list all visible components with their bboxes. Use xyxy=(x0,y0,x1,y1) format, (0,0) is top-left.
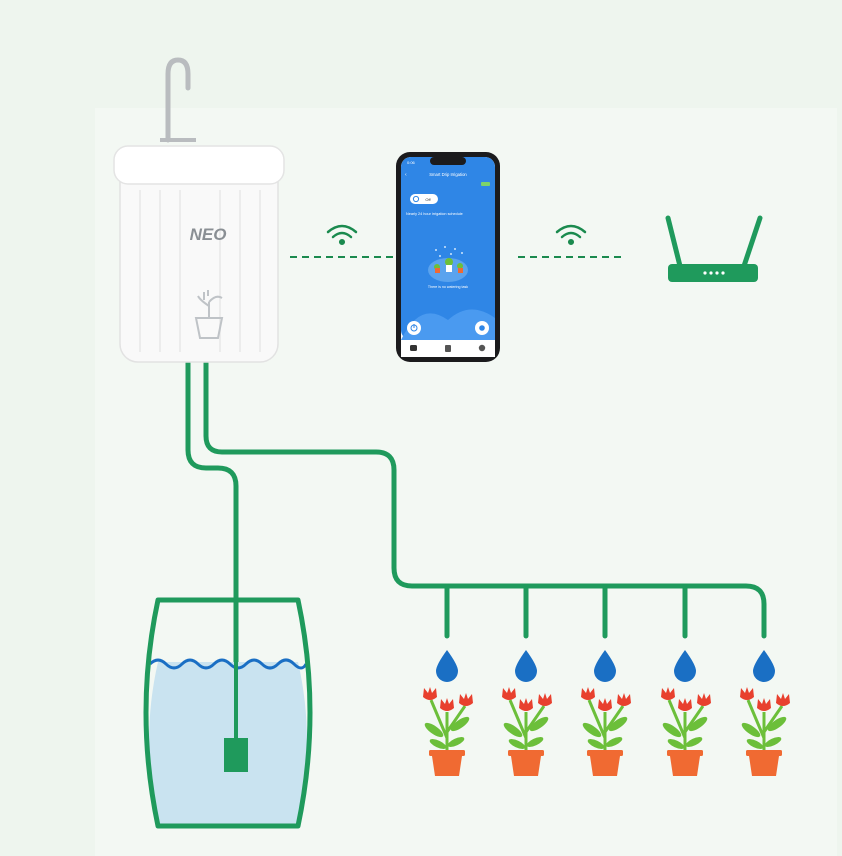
settings-icon[interactable] xyxy=(478,344,486,352)
potted-flower-icon xyxy=(740,687,790,776)
water-drop-icon xyxy=(753,650,775,682)
device-lid xyxy=(113,145,285,185)
back-icon[interactable]: ‹ xyxy=(405,172,407,178)
off-toggle[interactable] xyxy=(410,194,438,204)
router-icon xyxy=(665,215,763,282)
potted-flower-icon xyxy=(502,687,552,776)
water-drop-icon xyxy=(515,650,537,682)
pump-device: NEO xyxy=(113,57,285,363)
status-time: 0:06 xyxy=(407,160,416,165)
plant-pot-icon xyxy=(194,290,224,339)
app-hills xyxy=(401,309,495,340)
potted-flower-icon xyxy=(661,687,711,776)
empty-text: There is no watering task xyxy=(428,285,468,289)
filter-weight xyxy=(224,738,248,772)
bucket-outline xyxy=(143,597,313,829)
wifi-icon xyxy=(555,224,587,246)
phone-notch xyxy=(430,157,466,165)
device-ribs xyxy=(139,190,261,352)
hook-icon xyxy=(165,57,191,143)
app-title: Smart Drip Irrigation xyxy=(429,172,467,177)
toggle-knob xyxy=(412,195,420,203)
potted-flower-icon xyxy=(423,687,473,776)
home-icon[interactable] xyxy=(410,345,417,351)
water-bucket-icon xyxy=(143,597,313,829)
link-right xyxy=(518,224,622,258)
pipes xyxy=(185,359,767,743)
log-icon[interactable] xyxy=(445,345,451,352)
smartphone: 0:06 ‹ Smart Drip Irrigation Off Nearly … xyxy=(396,152,500,362)
plant-row xyxy=(423,650,790,776)
potted-flower-icon xyxy=(581,687,631,776)
plant-icon xyxy=(428,246,468,282)
link-left xyxy=(290,224,394,258)
water-drop-icon xyxy=(674,650,696,682)
schedule-text: Nearly 24 hour irrigation schedule xyxy=(406,212,463,216)
water-drop-icon xyxy=(436,650,458,682)
intake-pipe xyxy=(185,359,239,743)
outlet-pipe xyxy=(203,359,767,639)
brand-logo: NEO xyxy=(190,225,227,244)
water-drop-icon xyxy=(594,650,616,682)
off-button-label: Off xyxy=(425,197,431,202)
wifi-icon xyxy=(326,224,358,246)
battery-icon xyxy=(481,182,490,186)
water-wave xyxy=(148,658,308,670)
